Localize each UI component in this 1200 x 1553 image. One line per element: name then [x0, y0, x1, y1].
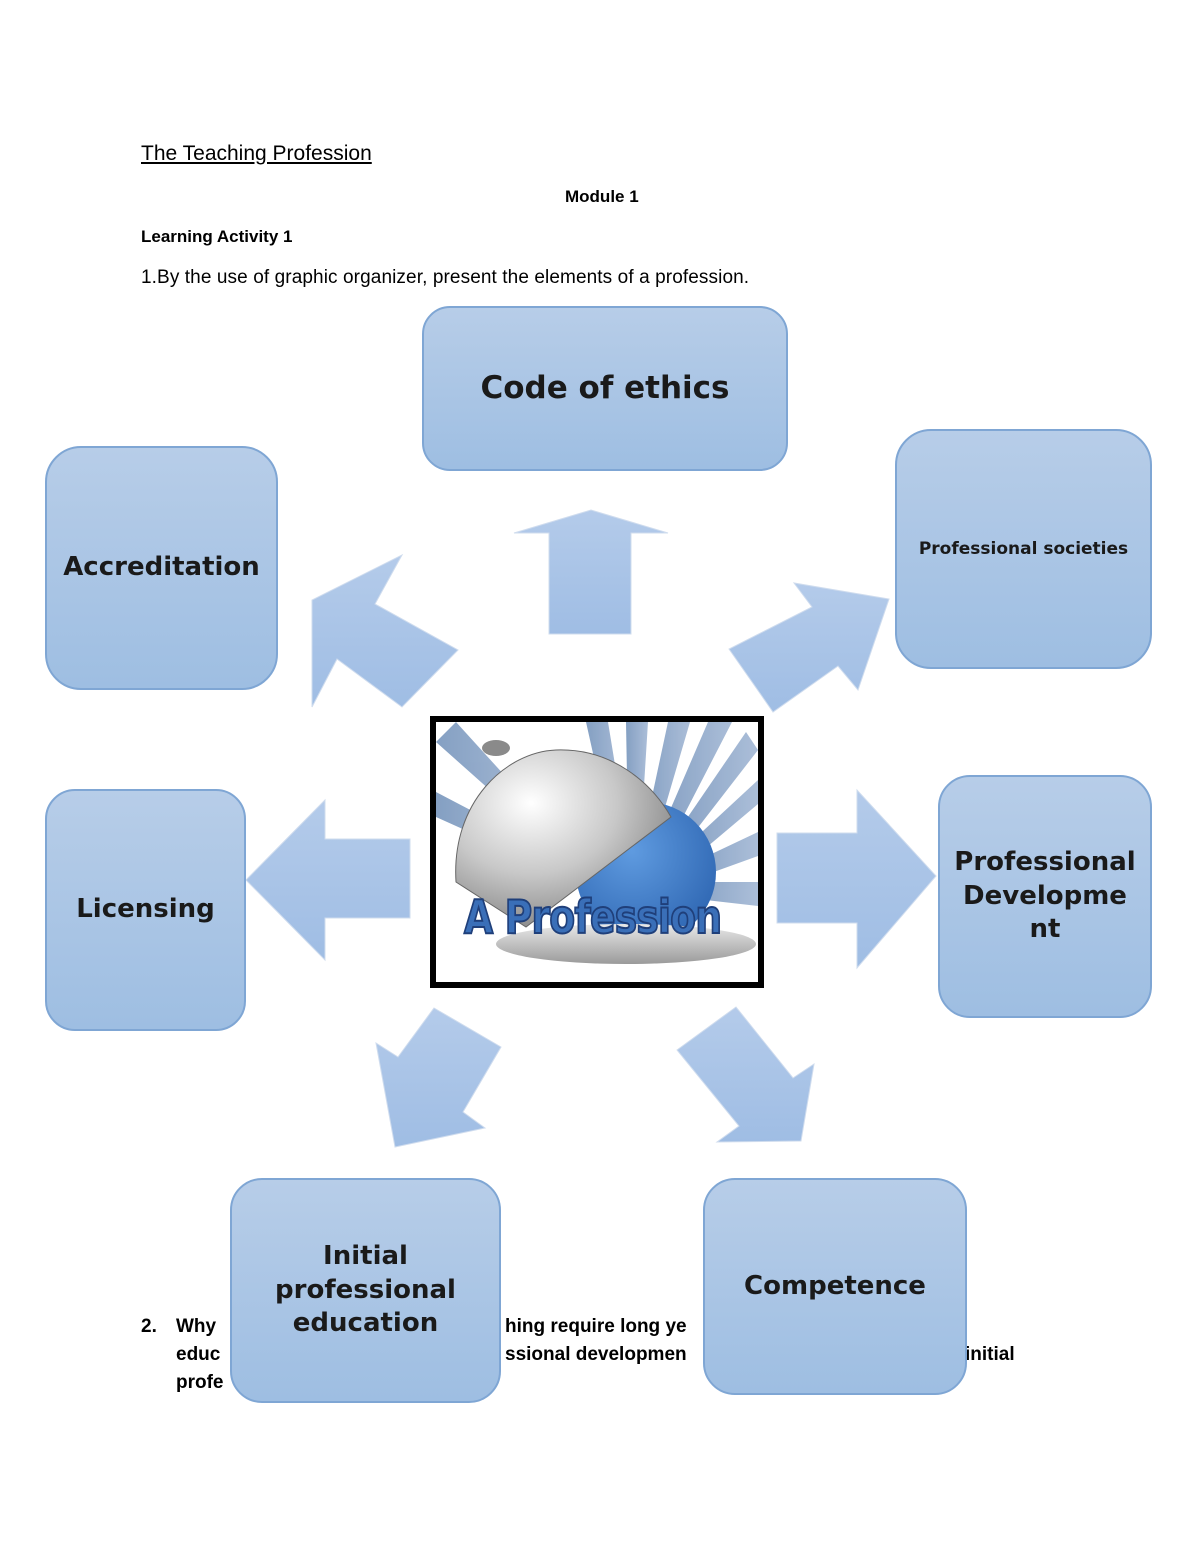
center-image: A Profession	[430, 716, 764, 988]
document-title: The Teaching Profession	[141, 142, 372, 165]
box-competence-label: Competence	[744, 1270, 926, 1301]
arrow-to-competence	[676, 1006, 815, 1143]
box-code-of-ethics: Code of ethics	[422, 306, 788, 471]
box-accreditation: Accreditation	[45, 446, 278, 690]
question-2-fragment: profe	[176, 1372, 224, 1393]
arrow-to-code-of-ethics	[513, 509, 669, 635]
box-professional-development: Professional Developme nt	[938, 775, 1152, 1018]
arrow-to-professional-societies	[728, 582, 890, 713]
arrow-to-professional-development	[776, 788, 937, 970]
center-label: A Profession	[463, 889, 723, 945]
box-initial-professional-education-label: Initial professional education	[275, 1240, 456, 1339]
box-professional-societies-label: Professional societies	[918, 538, 1129, 559]
module-label: Module 1	[565, 187, 639, 206]
box-professional-societies: Professional societies	[895, 429, 1152, 669]
question-2-fragment: Why	[176, 1316, 217, 1337]
arrow-to-initial-professional-education	[375, 1007, 502, 1148]
arrow-to-licensing	[245, 798, 411, 962]
arrow-to-accreditation	[311, 553, 459, 708]
question-2-fragment: educ	[176, 1344, 221, 1365]
question-2-fragment: hing require long ye	[505, 1316, 687, 1337]
question-1: 1.By the use of graphic organizer, prese…	[141, 267, 750, 288]
box-accreditation-label: Accreditation	[63, 552, 260, 583]
question-2-fragment: initial	[965, 1344, 1015, 1365]
cloche-illustration	[436, 722, 758, 964]
box-competence: Competence	[703, 1178, 967, 1395]
box-licensing: Licensing	[45, 789, 246, 1031]
question-2-number: 2.	[141, 1316, 157, 1337]
activity-label: Learning Activity 1	[141, 227, 293, 246]
question-2-fragment: ssional developmen	[505, 1344, 687, 1365]
box-licensing-label: Licensing	[76, 894, 215, 925]
box-initial-professional-education: Initial professional education	[230, 1178, 501, 1403]
box-professional-development-label: Professional Developme nt	[954, 846, 1136, 945]
box-code-of-ethics-label: Code of ethics	[480, 370, 730, 407]
